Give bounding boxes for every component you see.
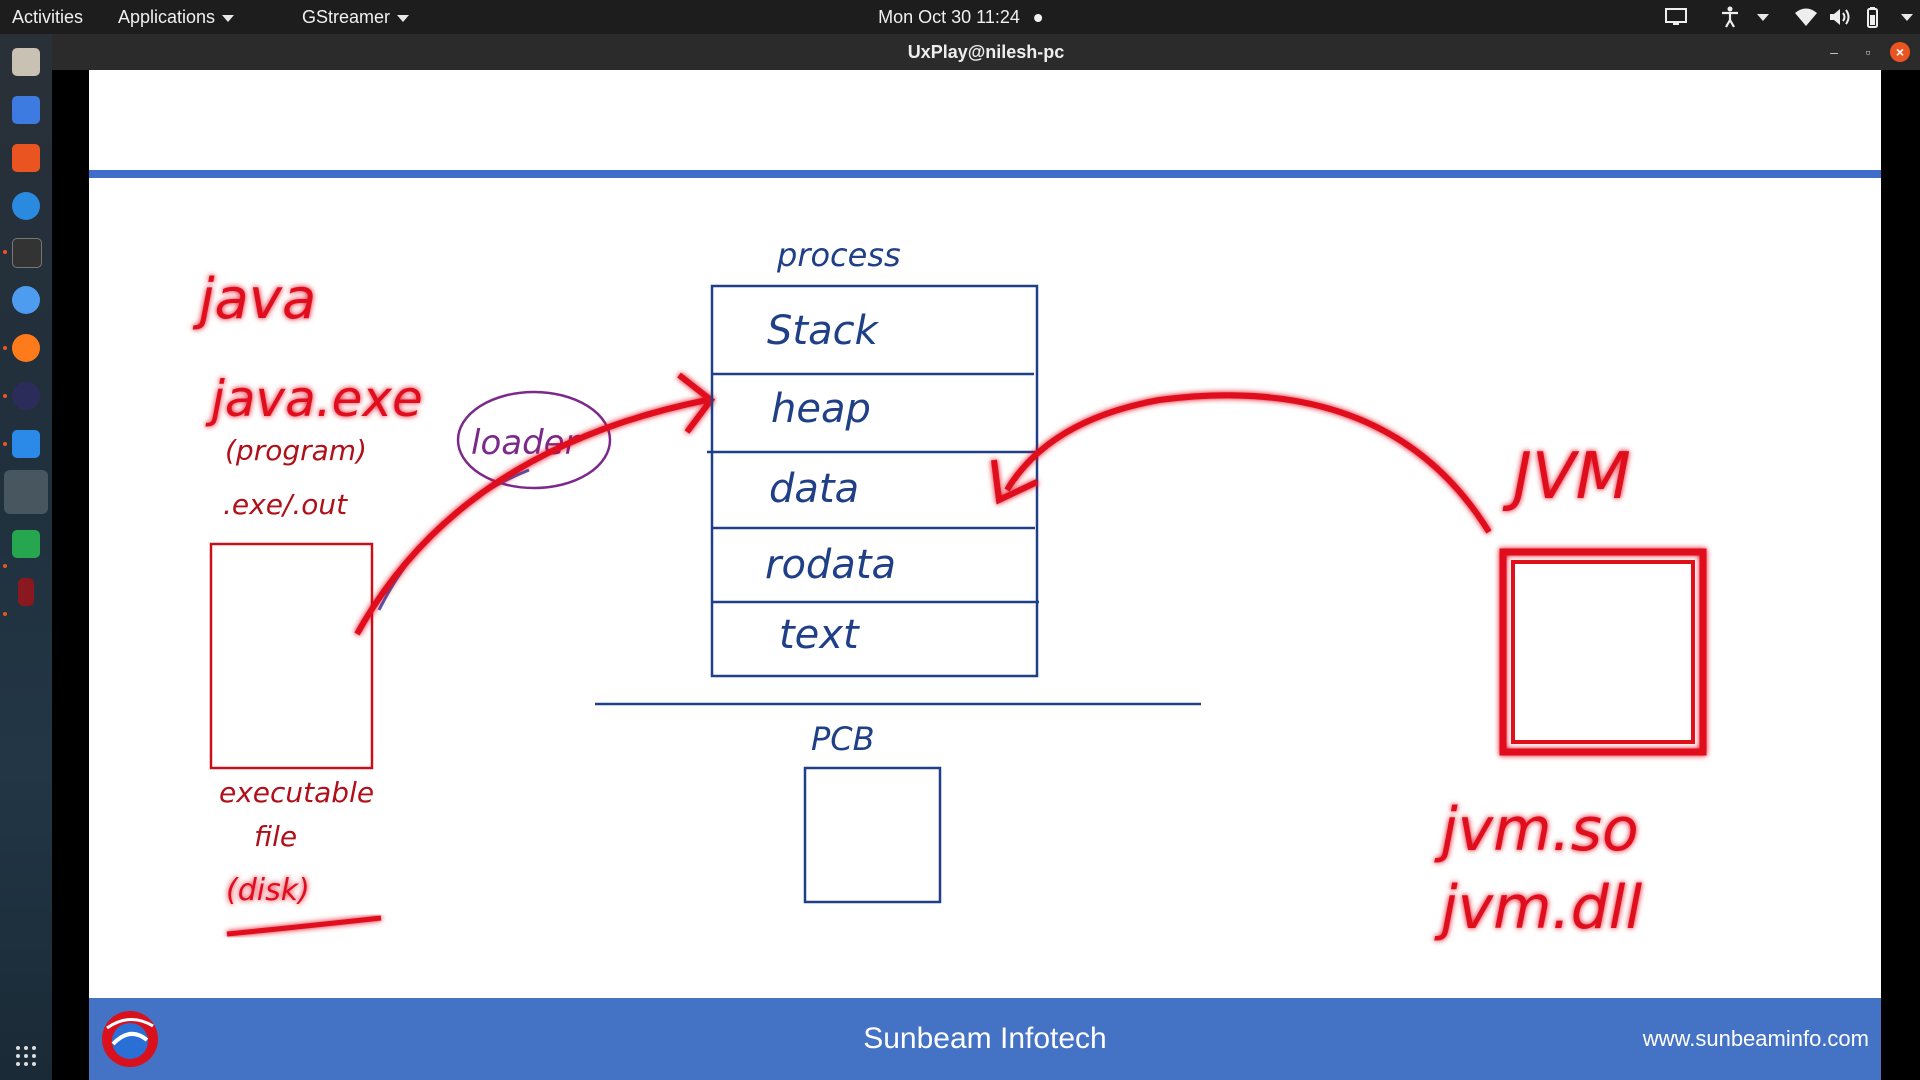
jvm-heading: JVM (1502, 440, 1631, 514)
java-notes: java java.exe (program) .exe/.out execut… (192, 267, 423, 937)
clock[interactable]: Mon Oct 30 11:24 (878, 0, 1042, 34)
file-label: file (254, 820, 297, 853)
segment-data: data (769, 466, 859, 512)
terminal-icon[interactable] (12, 238, 42, 268)
firefox-icon[interactable] (12, 334, 40, 362)
exe-out-label: .exe/.out (223, 488, 348, 521)
segment-heap: heap (771, 386, 871, 432)
running-indicator-icon (3, 442, 7, 446)
accessibility-chevron-icon[interactable] (1757, 14, 1769, 21)
jvm-dll-label: jvm.dll (1434, 873, 1642, 943)
activities-button[interactable]: Activities (12, 0, 83, 34)
video-area: java java.exe (program) .exe/.out execut… (52, 70, 1920, 1080)
files-icon[interactable] (12, 48, 40, 76)
applications-menu[interactable]: Applications (118, 0, 235, 34)
process-label: process (776, 236, 901, 274)
running-indicator-icon (3, 250, 7, 254)
program-label: (program) (225, 434, 367, 467)
screen-icon[interactable] (1664, 6, 1688, 28)
close-button[interactable]: × (1890, 42, 1910, 62)
footer-url: www.sunbeaminfo.com (1642, 1026, 1869, 1051)
loader-oval (456, 390, 612, 490)
activities-label: Activities (12, 7, 84, 27)
show-apps-icon[interactable] (14, 1044, 38, 1068)
volume-icon[interactable] (1828, 6, 1852, 28)
app-menu-label: GStreamer (302, 7, 391, 27)
running-indicator-icon (3, 564, 7, 568)
dock (0, 34, 52, 1080)
java-exe-label: java.exe (205, 370, 423, 428)
running-indicator-icon (3, 346, 7, 350)
maximize-button[interactable]: ▫ (1865, 44, 1871, 60)
slide-footer: Sunbeam Infotech www.sunbeaminfo.com (89, 998, 1881, 1080)
running-indicator-icon (3, 394, 7, 398)
footer-title: Sunbeam Infotech (863, 1022, 1107, 1055)
segment-rodata: rodata (765, 542, 896, 588)
pcb-label: PCB (811, 720, 875, 758)
window-title: UxPlay@nilesh-pc (907, 42, 1065, 62)
clock-label: Mon Oct 30 11:24 (878, 7, 1020, 27)
segment-stack: Stack (767, 308, 880, 354)
calc-icon[interactable] (12, 530, 40, 558)
chevron-down-icon (222, 14, 235, 22)
running-indicator-icon (3, 612, 7, 616)
jvm-so-label: jvm.so (1434, 795, 1639, 865)
jvm-box-inner (1511, 560, 1695, 744)
accessibility-icon[interactable] (1718, 6, 1742, 28)
jvm-arrow (1004, 392, 1492, 534)
disk-label: (disk) (226, 873, 310, 908)
slide: java java.exe (program) .exe/.out execut… (89, 70, 1881, 1080)
process-box (710, 284, 1039, 678)
disk-underline (226, 915, 382, 937)
header-rule (89, 170, 1881, 178)
battery-icon[interactable] (1860, 6, 1884, 28)
load-arrow (354, 397, 708, 636)
active-app-highlight[interactable] (4, 470, 48, 514)
chevron-down-icon (397, 14, 410, 22)
executable-label: executable (219, 776, 374, 809)
eclipse-icon[interactable] (12, 382, 40, 410)
vscode-icon[interactable] (12, 430, 40, 458)
writer-icon[interactable] (12, 96, 40, 124)
segment-text: text (779, 612, 860, 658)
minimize-button[interactable]: – (1830, 44, 1838, 60)
window-titlebar[interactable]: UxPlay@nilesh-pc – ▫ × (52, 34, 1920, 70)
app-menu[interactable]: GStreamer (302, 0, 410, 34)
wifi-icon[interactable] (1794, 6, 1818, 28)
whiteboard-drawing: java java.exe (program) .exe/.out execut… (192, 236, 1707, 943)
top-bar: Activities Applications GStreamer Mon Oc… (0, 0, 1920, 34)
notification-dot-icon (1033, 14, 1042, 23)
loader-curve (377, 468, 530, 611)
chrome-icon[interactable] (12, 286, 40, 314)
pcb-box (803, 766, 942, 904)
system-menu-chevron-icon[interactable] (1901, 14, 1913, 21)
wine-icon[interactable] (18, 578, 34, 606)
java-heading: java (192, 267, 316, 332)
help-icon[interactable] (12, 192, 40, 220)
applications-label: Applications (118, 7, 216, 27)
jvm-box (1499, 548, 1707, 756)
sunbeam-logo-icon (102, 1011, 158, 1067)
jvm-arrow-head (991, 459, 1039, 505)
software-center-icon[interactable] (12, 144, 40, 172)
executable-box (209, 542, 374, 770)
